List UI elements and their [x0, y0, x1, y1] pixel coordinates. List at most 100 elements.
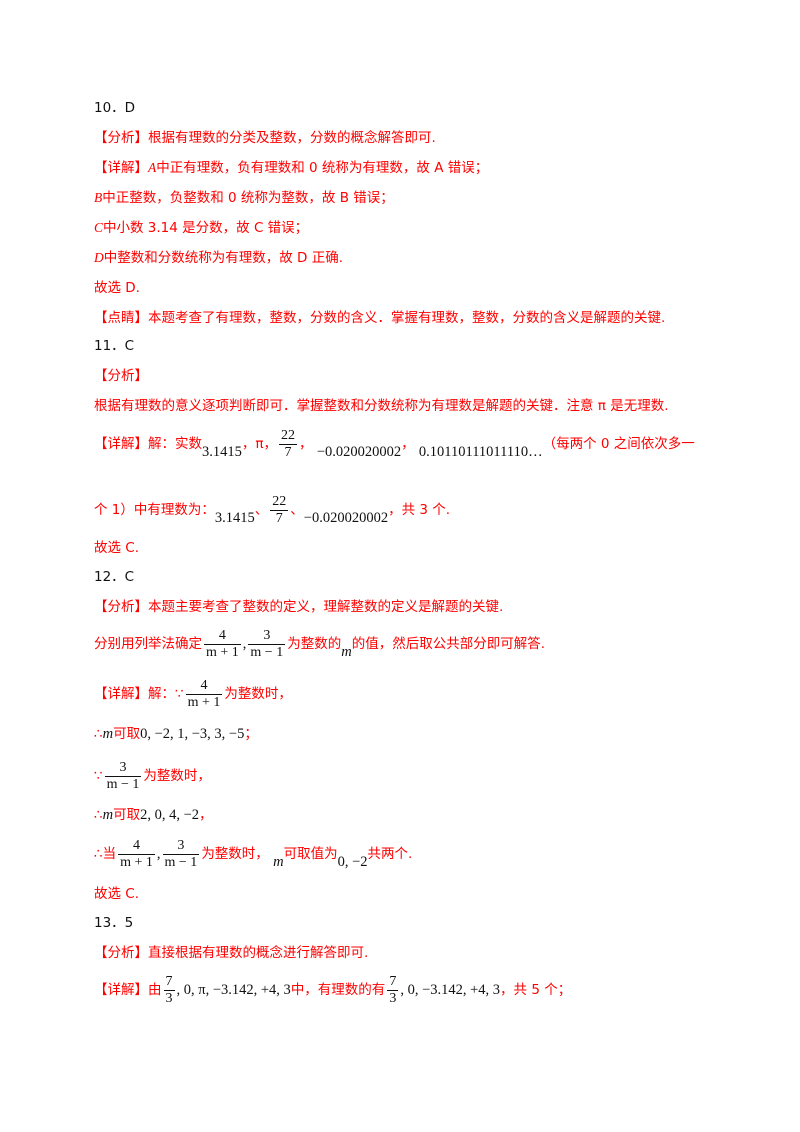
pi-separator: ，π，	[241, 436, 278, 452]
detail-prefix: 【详解】解：实数	[94, 436, 202, 452]
fraction-denominator: m − 1	[250, 644, 284, 660]
fraction-denominator: m + 1	[206, 644, 239, 660]
comma: ，	[401, 436, 415, 452]
fraction-numerator: 22	[279, 427, 298, 445]
fraction-denominator: 3	[165, 990, 173, 1006]
fraction-numerator: 4	[118, 838, 155, 855]
rational-3-1415: 3.1415	[214, 510, 255, 526]
fraction-numerator: 7	[163, 973, 175, 991]
q12-detail-2: ∴m可取0, −2, 1, −3, 3, −5；	[94, 724, 258, 744]
q10-choose: 故选 D.	[94, 280, 140, 296]
end-text: 共两个.	[367, 846, 413, 862]
method-mid: 为整数的	[287, 636, 342, 652]
detail-c-text: 中小数 3.14 是分数，故 C 错误；	[103, 220, 309, 236]
therefore-symbol: ∴	[94, 726, 103, 742]
comma: ，	[299, 436, 313, 452]
can-take-text: 可取	[113, 726, 141, 742]
when-text: ∴当	[94, 846, 117, 862]
total-count: ，共 5 个；	[500, 982, 572, 998]
var-m: m	[102, 807, 114, 823]
number-3-1415: 3.1415	[202, 444, 242, 460]
mid-text: 中，有理数的有	[290, 982, 386, 998]
q10-comment: 【点睛】本题考查了有理数，整数，分数的含义．掌握有理数，整数，分数的含义是解题的…	[94, 310, 666, 326]
comma: ,	[156, 846, 161, 862]
comma: ,	[242, 636, 247, 652]
q11-choose: 故选 C.	[94, 540, 140, 556]
detail-d-text: 中整数和分数统称为有理数，故 D 正确.	[103, 250, 344, 266]
note-start: （每两个 0 之间依次多一	[542, 436, 695, 452]
q10-header: 10．D	[94, 100, 136, 116]
fraction-numerator: 4	[185, 678, 223, 695]
q12-analysis: 【分析】本题主要考查了整数的定义，理解整数的定义是解题的关键.	[94, 599, 504, 615]
q10-detail-c: C中小数 3.14 是分数，故 C 错误；	[94, 218, 308, 238]
q11-header: 11．C	[94, 338, 135, 354]
var-d: D	[94, 250, 104, 265]
var-c: C	[94, 220, 104, 235]
q11-analysis-tag: 【分析】	[94, 368, 148, 384]
number-0-1011: 0.10110111011110…	[418, 444, 543, 460]
is-integer-text: 为整数时，	[143, 768, 211, 784]
fraction-numerator: 3	[248, 628, 286, 645]
semicolon: ；	[244, 726, 258, 742]
fraction-denominator: 7	[284, 444, 292, 460]
q12-choose: 故选 C.	[94, 886, 140, 902]
number-neg-0-02002: −0.020020002	[316, 444, 402, 460]
number-list-all: , 0, π, −3.142, +4, 3	[176, 982, 291, 998]
note-end: 个 1）中有理数为：	[94, 502, 215, 518]
detail-prefix: 【详解】由	[94, 982, 162, 998]
fraction-denominator: m + 1	[120, 854, 153, 870]
q11-analysis-text: 根据有理数的意义逐项判断即可．掌握整数和分数统称为有理数是解题的关键．注意 π …	[94, 398, 669, 414]
therefore-symbol: ∴	[94, 807, 103, 823]
var-m: m	[102, 726, 114, 742]
can-take-text: 可取	[113, 807, 141, 823]
fraction-numerator: 4	[204, 628, 241, 645]
fraction-numerator: 22	[270, 493, 289, 511]
fraction-denominator: 7	[275, 510, 283, 526]
method-prefix: 分别用列举法确定	[94, 636, 202, 652]
detail-tag: 【详解】	[94, 160, 148, 176]
method-end: 的值，然后取公共部分即可解答.	[351, 636, 545, 652]
fraction-numerator: 3	[162, 838, 200, 855]
is-integer-text: 为整数时，	[201, 846, 269, 862]
values-set-2: 2, 0, 4, −2	[140, 807, 200, 823]
fraction-denominator: m − 1	[106, 776, 140, 792]
q13-header: 13．5	[94, 915, 134, 931]
q13-analysis: 【分析】直接根据有理数的概念进行解答即可.	[94, 945, 369, 961]
values-set-1: 0, −2, 1, −3, 3, −5	[140, 726, 245, 742]
fraction-numerator: 7	[387, 973, 399, 991]
number-list-rational: , 0, −3.142, +4, 3	[400, 982, 501, 998]
enum-comma: 、	[290, 502, 304, 518]
q12-detail-4: ∴m可取2, 0, 4, −2，	[94, 805, 213, 825]
q10-detail-d: D中整数和分数统称为有理数，故 D 正确.	[94, 248, 343, 268]
detail-b-text: 中正整数，负整数和 0 统称为整数，故 B 错误；	[102, 190, 394, 206]
var-a: A	[148, 160, 157, 175]
detail-a-text: 中正有理数，负有理数和 0 统称为有理数，故 A 错误；	[156, 160, 489, 176]
can-take-value-text: 可取值为	[283, 846, 338, 862]
q10-detail-b: B中正整数，负整数和 0 统称为整数，故 B 错误；	[94, 188, 394, 208]
fraction-denominator: m − 1	[164, 854, 198, 870]
q12-header: 12．C	[94, 569, 135, 585]
enum-comma: 、	[254, 502, 269, 518]
fraction-denominator: 3	[389, 990, 397, 1006]
q10-detail-a: 【详解】A中正有理数，负有理数和 0 统称为有理数，故 A 错误；	[94, 158, 488, 178]
var-m: m	[341, 644, 352, 660]
because-symbol: ∵	[94, 768, 103, 784]
total-count: ，共 3 个.	[388, 502, 451, 518]
is-integer-text: 为整数时，	[224, 686, 292, 702]
comma: ，	[199, 807, 213, 823]
fraction-numerator: 3	[104, 760, 142, 777]
